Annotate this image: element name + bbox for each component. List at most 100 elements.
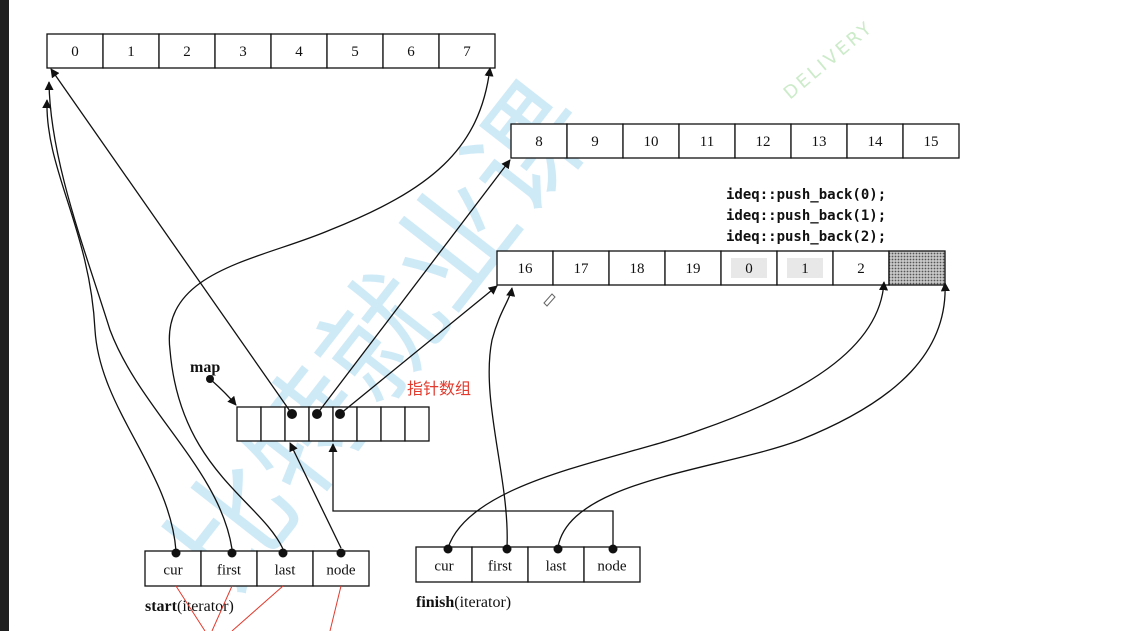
buffer-cell-value: 16 bbox=[518, 261, 534, 277]
iterator-field-label: first bbox=[217, 563, 242, 579]
map-annotation: 指针数组 bbox=[407, 379, 471, 398]
buffer-2: 16 17 18 19 0 1 2 bbox=[496, 250, 946, 286]
buffer-cell bbox=[46, 33, 104, 69]
iterator-field-label: first bbox=[488, 559, 513, 575]
buffer-cell-value: 11 bbox=[700, 134, 714, 150]
buffer-cell bbox=[552, 250, 610, 286]
buffer-cell-value: 1 bbox=[127, 44, 135, 60]
buffer-0: 0 1 2 3 4 5 6 7 bbox=[46, 33, 496, 69]
buffer-cell-value: 15 bbox=[924, 134, 939, 150]
iterator-pointer-dot bbox=[171, 548, 181, 558]
finish-first-pointer bbox=[488, 287, 516, 548]
cell-shade bbox=[731, 258, 767, 278]
buffer-cell-value: 14 bbox=[868, 134, 884, 150]
node-pointer-to-buffer-0 bbox=[50, 68, 293, 415]
buffer-cell-value: 12 bbox=[756, 134, 771, 150]
buffer-1: 8 9 10 11 12 13 14 15 bbox=[510, 123, 960, 159]
map-node-slot bbox=[260, 406, 286, 442]
buffer-cell bbox=[734, 123, 792, 159]
pointer-arrows bbox=[42, 67, 950, 552]
start-last-pointer bbox=[168, 67, 494, 550]
finish-cur-pointer bbox=[447, 281, 889, 549]
buffer-cell bbox=[902, 123, 960, 159]
buffer-cell bbox=[382, 33, 440, 69]
buffer-cell bbox=[438, 33, 496, 69]
buffer-cell-value: 8 bbox=[535, 134, 543, 150]
buffer-cell bbox=[270, 33, 328, 69]
buffer-cell bbox=[510, 123, 568, 159]
map: map 指针数组 bbox=[190, 359, 471, 442]
code-block: ideq::push_back(0); ideq::push_back(1); … bbox=[726, 187, 886, 245]
cell-shade bbox=[787, 258, 823, 278]
iterator-pointer-dot bbox=[227, 548, 237, 558]
buffer-cell-value: 1 bbox=[801, 261, 809, 277]
code-line: ideq::push_back(1); bbox=[726, 208, 886, 224]
window-edge bbox=[0, 0, 9, 631]
buffer-cell bbox=[832, 250, 890, 286]
start-cur-pointer bbox=[42, 99, 177, 552]
buffer-cell bbox=[608, 250, 666, 286]
buffer-cell-value: 2 bbox=[183, 44, 191, 60]
start-first-pointer bbox=[44, 81, 233, 550]
start-iterator: cur first last node bbox=[144, 548, 370, 587]
buffer-cell-value: 0 bbox=[71, 44, 79, 60]
finish-iterator-label: finish(iterator) bbox=[416, 594, 511, 611]
map-node-slot bbox=[356, 406, 382, 442]
buffer-cell bbox=[214, 33, 272, 69]
map-node-slot bbox=[236, 406, 262, 442]
iterator-pointer-dot bbox=[443, 544, 453, 554]
code-line: ideq::push_back(2); bbox=[726, 229, 886, 245]
map-node-slot bbox=[380, 406, 406, 442]
map-label: map bbox=[190, 359, 220, 376]
buffer-cell-value: 3 bbox=[239, 44, 247, 60]
map-pointer-arrow bbox=[209, 378, 237, 406]
buffer-cell-value: 6 bbox=[407, 44, 415, 60]
buffer-cell-value: 7 bbox=[463, 44, 471, 60]
iterator-field-label: cur bbox=[163, 563, 182, 579]
buffer-cell bbox=[846, 123, 904, 159]
iterator-pointer-dot bbox=[336, 548, 346, 558]
node-pointer-to-buffer-1 bbox=[316, 159, 511, 415]
iterator-pointer-dot bbox=[553, 544, 563, 554]
iterator-field-label: cur bbox=[434, 559, 453, 575]
code-line: ideq::push_back(0); bbox=[726, 187, 886, 203]
buffer-cell-value: 0 bbox=[745, 261, 753, 277]
pencil-icon bbox=[543, 293, 556, 307]
buffer-cell bbox=[888, 250, 946, 286]
buffer-cell bbox=[664, 250, 722, 286]
iterator-pointer-dot bbox=[502, 544, 512, 554]
buffer-cell-value: 10 bbox=[644, 134, 659, 150]
watermark-subtext: DELIVERY bbox=[780, 17, 878, 104]
map-node-array bbox=[236, 406, 430, 442]
red-annotation-strokes bbox=[175, 585, 342, 631]
iterator-field-label: node bbox=[597, 559, 627, 575]
buffer-cell-value: 5 bbox=[351, 44, 359, 60]
node-pointer-to-buffer-2 bbox=[339, 285, 498, 415]
buffer-cell-value: 13 bbox=[812, 134, 827, 150]
iterator-pointer-dot bbox=[608, 544, 618, 554]
iterator-field-label: last bbox=[275, 563, 297, 579]
watermark: 比特就业课 DELIVERY bbox=[143, 17, 878, 618]
iterator-field-cur bbox=[144, 550, 202, 587]
iterator-field-label: node bbox=[326, 563, 356, 579]
iterator-field-last bbox=[256, 550, 314, 587]
buffer-cell bbox=[496, 250, 554, 286]
map-node-slot bbox=[404, 406, 430, 442]
buffer-cell bbox=[678, 123, 736, 159]
finish-last-pointer bbox=[557, 282, 950, 548]
buffer-cell bbox=[158, 33, 216, 69]
buffer-cell bbox=[622, 123, 680, 159]
iterator-field-label: last bbox=[546, 559, 568, 575]
start-iterator-label: start(iterator) bbox=[145, 598, 234, 615]
buffer-cell-value: 18 bbox=[630, 261, 645, 277]
buffer-cell-value: 17 bbox=[574, 261, 590, 277]
buffer-cell bbox=[326, 33, 384, 69]
buffer-cell-value: 2 bbox=[857, 261, 865, 277]
buffer-cell-value: 4 bbox=[295, 44, 303, 60]
finish-iterator: cur first last node bbox=[415, 544, 641, 583]
buffer-cell-value: 9 bbox=[591, 134, 599, 150]
buffer-cell-value: 19 bbox=[686, 261, 701, 277]
iterator-pointer-dot bbox=[278, 548, 288, 558]
finish-node-pointer bbox=[328, 443, 614, 546]
